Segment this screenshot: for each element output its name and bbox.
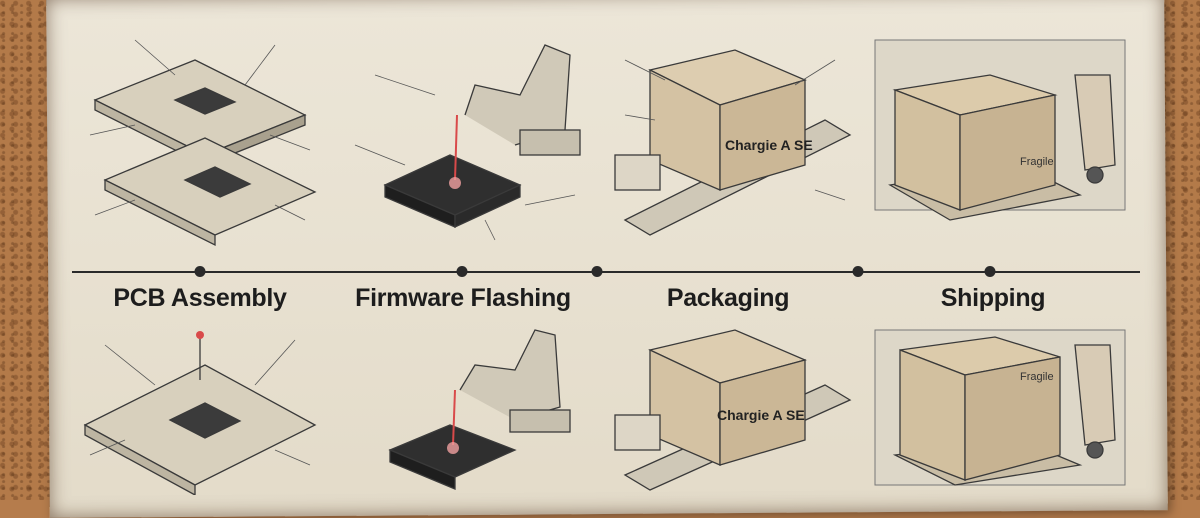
box-label-top: Chargie A SE — [725, 137, 813, 153]
packaging-illustration-bottom: Chargie A SE — [605, 325, 855, 495]
pallet-label-top: Fragile — [1020, 156, 1054, 168]
stage-label-firmware-flashing: Firmware Flashing — [355, 284, 571, 312]
shipping-illustration-top: Fragile — [870, 35, 1130, 235]
timeline-node — [852, 266, 864, 277]
firmware-flashing-illustration-bottom — [345, 325, 585, 495]
process-timeline — [72, 271, 1140, 273]
pallet-label-bottom: Fragile — [1020, 371, 1054, 383]
timeline-node — [194, 266, 206, 277]
stage-label-shipping: Shipping — [940, 284, 1046, 312]
packaging-illustration-top: Chargie A SE — [605, 40, 855, 255]
firmware-flashing-illustration-top — [345, 35, 585, 250]
pcb-assembly-illustration-top — [75, 30, 325, 250]
pcb-assembly-illustration-bottom — [75, 325, 325, 495]
timeline-node — [591, 266, 603, 277]
shipping-illustration-bottom: Fragile — [870, 325, 1130, 490]
timeline-node — [456, 266, 468, 277]
stage-label-packaging: Packaging — [666, 284, 790, 312]
timeline-node — [984, 266, 996, 277]
box-label-bottom: Chargie A SE — [717, 407, 805, 423]
stage-label-pcb-assembly: PCB Assembly — [113, 284, 287, 312]
